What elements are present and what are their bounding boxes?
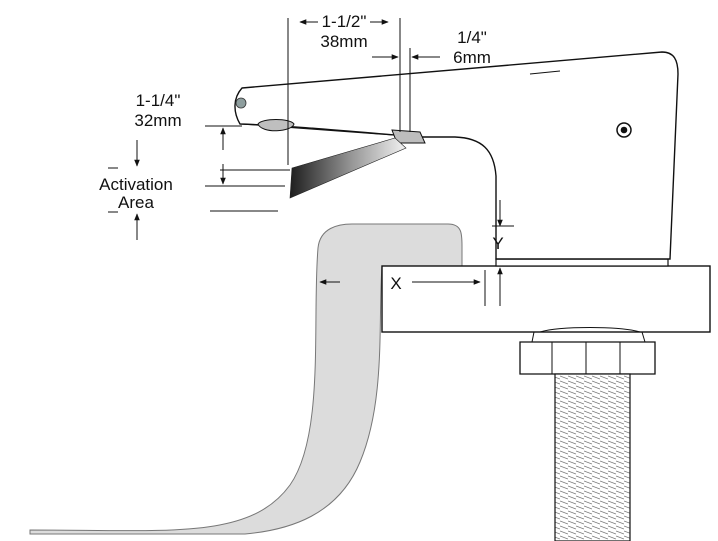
activation-label-line1: Activation bbox=[99, 175, 173, 194]
spout-top-seam bbox=[529, 70, 561, 75]
sensor-window-icon bbox=[235, 97, 247, 109]
dim-b-metric: 6mm bbox=[453, 48, 491, 67]
activation-beam bbox=[289, 137, 407, 199]
nut-top bbox=[531, 331, 646, 343]
dim-c-metric: 32mm bbox=[134, 111, 181, 130]
dim-a-imperial: 1-1/2" bbox=[322, 12, 367, 31]
dim-b-imperial: 1/4" bbox=[457, 28, 487, 47]
dim-x-label: X bbox=[390, 274, 401, 293]
threaded-shank bbox=[554, 373, 631, 541]
screw-center bbox=[620, 126, 628, 134]
activation-label-line2: Area bbox=[118, 193, 154, 212]
mounting-nut bbox=[519, 341, 656, 375]
countertop bbox=[381, 265, 711, 333]
dim-y-label: Y bbox=[492, 234, 503, 253]
faucet-base bbox=[495, 258, 669, 267]
aerator bbox=[257, 119, 295, 132]
dim-c-imperial: 1-1/4" bbox=[136, 91, 181, 110]
nut-washer bbox=[539, 327, 641, 333]
sink-basin bbox=[29, 223, 463, 535]
dim-a-metric: 38mm bbox=[320, 32, 367, 51]
